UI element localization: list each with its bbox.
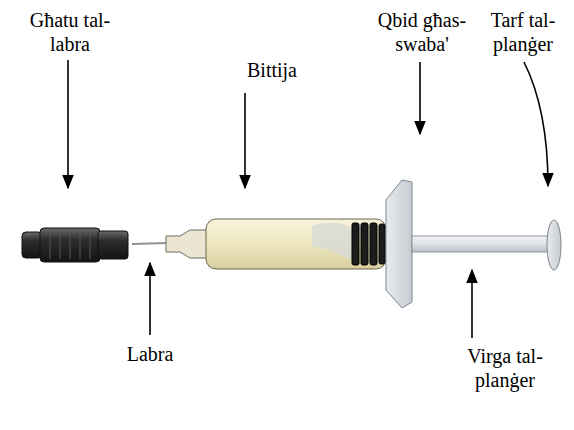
needle [132, 243, 168, 244]
part-label: Tarf tal- planġer [475, 8, 571, 56]
needle-cap [22, 228, 128, 262]
plunger-head [547, 220, 561, 270]
leader-arrow [419, 62, 421, 134]
finger-flange [386, 180, 412, 308]
barrel [206, 219, 386, 269]
leader-arrow [67, 60, 69, 188]
plunger-rod [412, 236, 550, 252]
part-label: Qbid għas- swaba' [366, 8, 478, 56]
part-label: Labra [110, 342, 190, 366]
part-label: Virga tal- planġer [454, 344, 556, 392]
leader-arrow [244, 93, 246, 188]
leader-arrow [524, 62, 548, 186]
needle-hub [166, 230, 208, 258]
part-label: Bittija [217, 58, 327, 82]
leader-arrow [471, 270, 473, 338]
leader-arrow [149, 263, 151, 335]
part-label: Għatu tal- labra [18, 8, 122, 56]
